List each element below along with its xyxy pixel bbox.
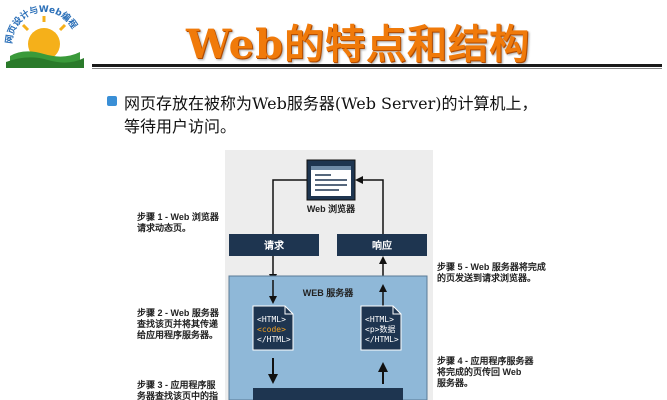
sun-icon xyxy=(28,28,60,60)
right-code-line1: <HTML> xyxy=(365,315,394,324)
step4-text: 步骤 4 - 应用程序服务器 将完成的页传回 Web 服务器。 xyxy=(437,355,536,388)
right-code-line2: <p>数据 xyxy=(365,324,395,334)
response-box xyxy=(337,234,427,256)
browser-label: Web 浏览器 xyxy=(307,203,356,214)
right-code-line3: </HTML> xyxy=(365,335,399,344)
step3-text: 步骤 3 - 应用程序服 务器查找该页中的指 xyxy=(137,379,218,400)
browser-window-icon xyxy=(306,159,356,201)
step2-text: 步骤 2 - Web 服务器 查找该页并将其传递 给应用程序服务器。 xyxy=(136,307,221,340)
down-arrow-lower-icon xyxy=(268,374,278,384)
request-box xyxy=(229,234,319,256)
response-line xyxy=(361,179,384,234)
left-code-line1: <HTML> xyxy=(257,315,286,324)
response-arrow-icon xyxy=(355,176,363,184)
bullet-icon xyxy=(107,96,117,106)
slide-title: Web的特点和结构 xyxy=(186,21,531,68)
logo: 网页设计与Web编程 xyxy=(4,2,84,68)
web-architecture-diagram: Web 浏览器 请求 响应 WEB 服务器 <HTML> <code> </HT… xyxy=(125,150,575,400)
bullet-text-line1: 网页存放在被称为Web服务器(Web Server)的计算机上， xyxy=(124,94,538,113)
title-divider-thin xyxy=(92,68,662,69)
up-arrow-icon xyxy=(379,256,387,264)
request-line xyxy=(272,179,307,234)
step5-text: 步骤 5 - Web 服务器将完成 的页发送到请求浏览器。 xyxy=(437,261,548,283)
step1-text: 步骤 1 - Web 浏览器 请求动态页。 xyxy=(137,211,221,233)
title-divider xyxy=(92,64,662,67)
left-code-line2: <code> xyxy=(257,325,286,334)
html-document-icon xyxy=(360,305,402,351)
left-code-line3: </HTML> xyxy=(257,335,291,344)
code-document-icon xyxy=(252,305,294,351)
app-server-box xyxy=(253,388,403,400)
server-label: WEB 服务器 xyxy=(303,287,354,298)
up-arrow-lower-icon xyxy=(378,362,388,372)
bullet-text-line2: 等待用户访问。 xyxy=(124,117,237,136)
request-label: 请求 xyxy=(264,239,285,252)
response-label: 响应 xyxy=(372,239,392,252)
